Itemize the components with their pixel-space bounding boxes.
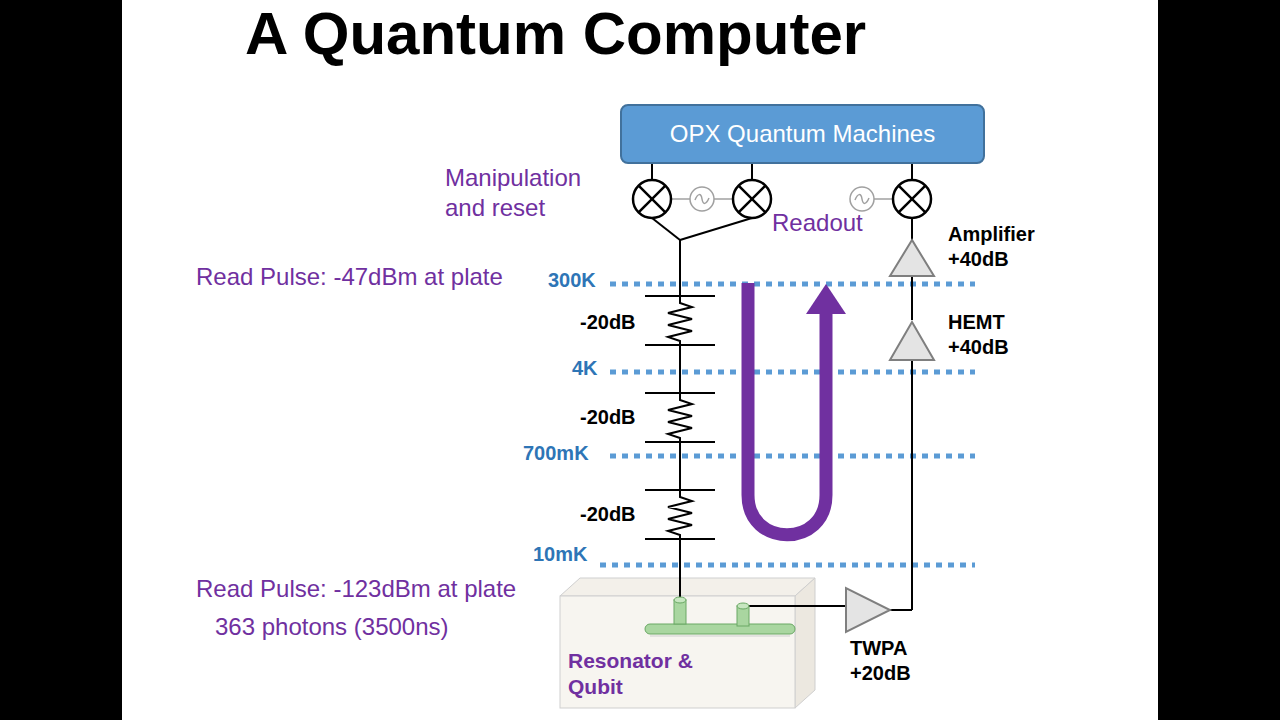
readout-wiring — [743, 164, 912, 610]
twpa-symbol — [846, 588, 890, 632]
pulse-power-note: Read Pulse: -123dBm at plate — [196, 574, 516, 604]
drive-wiring — [652, 164, 752, 598]
controller-box: OPX Quantum Machines — [620, 104, 985, 164]
photon-count-note: 363 photons (3500ns) — [215, 612, 449, 642]
attenuation-label: -20dB — [580, 405, 636, 430]
resonator-pins — [674, 597, 749, 626]
hemt-label: HEMT +40dB — [948, 310, 1038, 360]
signal-path-arrow — [748, 283, 846, 535]
temperature-label: 10mK — [533, 542, 587, 567]
readout-label: Readout — [772, 208, 863, 238]
oscillator-symbol — [690, 187, 714, 211]
drive-label: Manipulation and reset — [445, 163, 620, 223]
oscillator-symbol — [850, 187, 874, 211]
attenuator-symbol — [645, 393, 715, 442]
mixer-symbol — [633, 180, 671, 218]
hemt-symbol — [890, 322, 934, 360]
mixer-symbol — [733, 180, 771, 218]
slide-title: A Quantum Computer — [245, 0, 866, 71]
resonator-label: Resonator & Qubit — [566, 648, 710, 701]
attenuator-symbol — [645, 296, 715, 345]
attenuation-label: -20dB — [580, 310, 636, 335]
amplifier-label: Amplifier +40dB — [948, 222, 1063, 272]
temperature-stage-lines — [600, 284, 975, 565]
temperature-label: 700mK — [523, 441, 589, 466]
temperature-label: 4K — [572, 356, 598, 381]
controller-name: OPX Quantum Machines — [670, 120, 935, 148]
amplifier-symbol — [890, 240, 934, 276]
attenuation-label: -20dB — [580, 502, 636, 527]
attenuator-symbol — [645, 490, 715, 539]
twpa-label: TWPA +20dB — [850, 636, 930, 686]
temperature-label: 300K — [548, 268, 596, 293]
mixer-symbol — [893, 180, 931, 218]
resonator-box — [560, 578, 815, 708]
pulse-power-note: Read Pulse: -47dBm at plate — [196, 262, 503, 292]
